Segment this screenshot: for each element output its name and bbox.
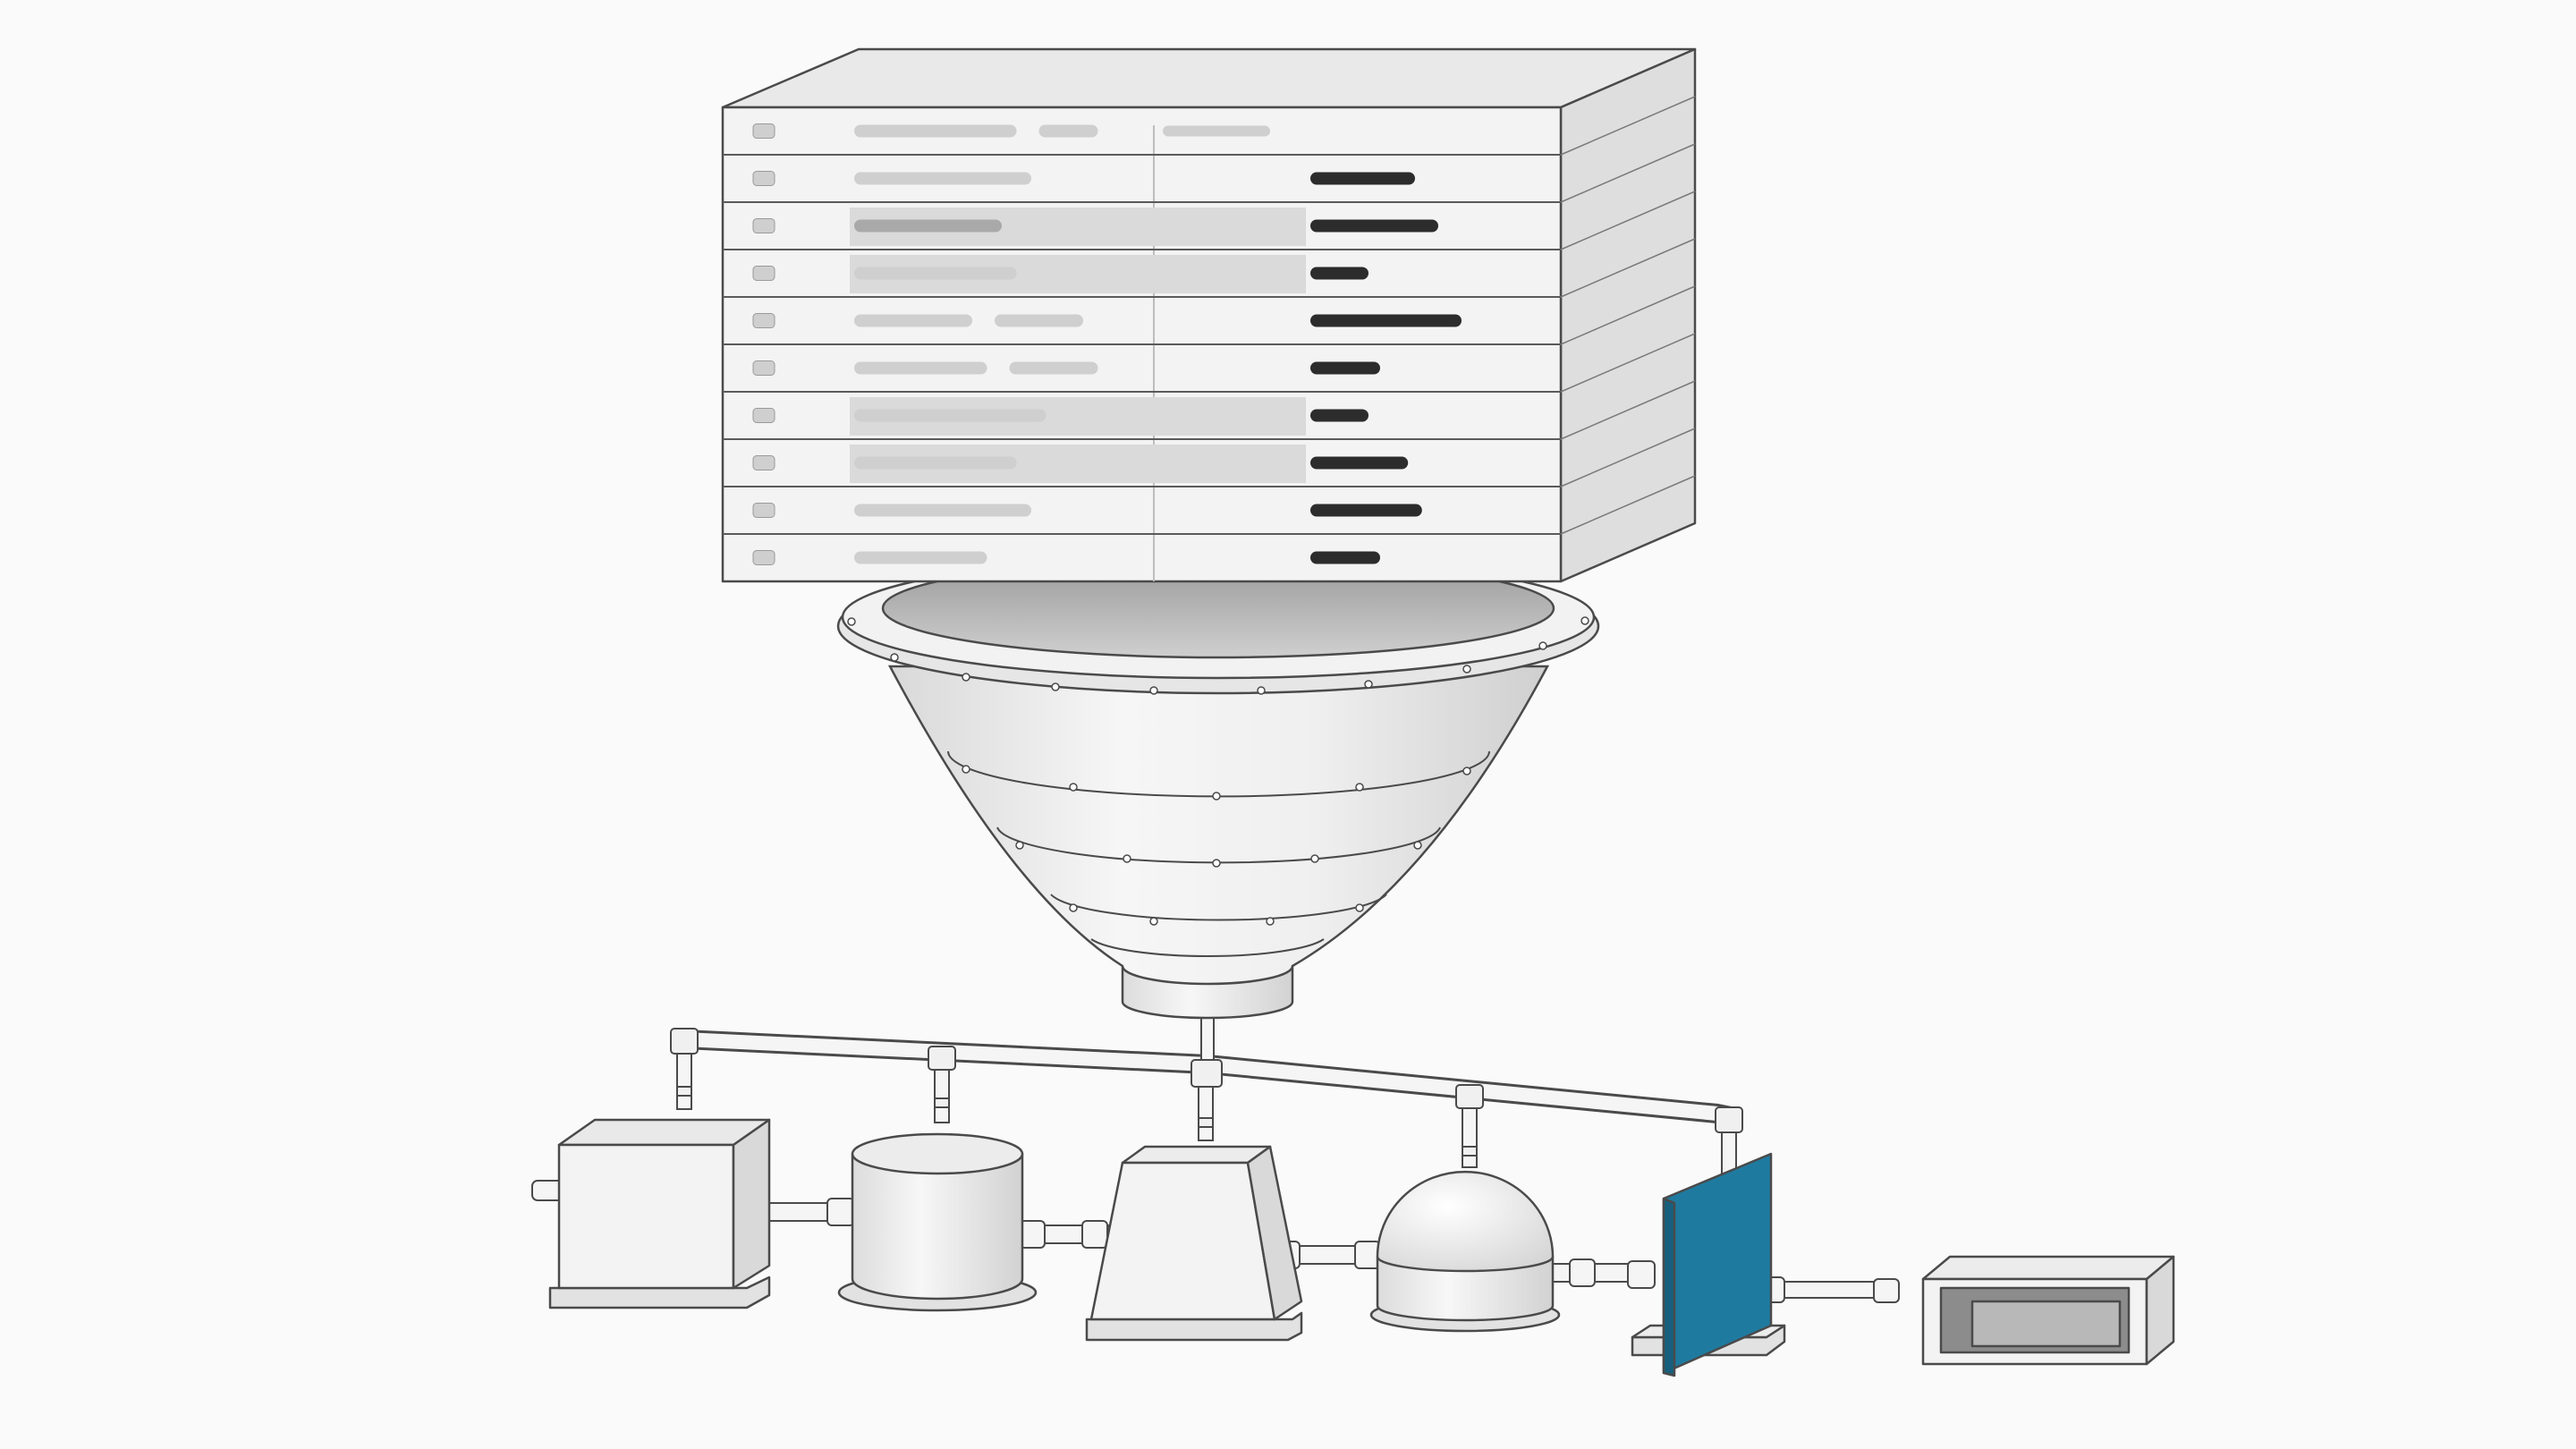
output-tray [1921, 1255, 2175, 1366]
row-checkbox [752, 503, 775, 518]
row-checkbox [752, 266, 775, 281]
row-checkbox [752, 218, 775, 233]
row-text-bar [854, 456, 1017, 470]
dome-tank [1369, 1170, 1561, 1333]
row-value-bar [1310, 504, 1422, 517]
row-value-placeholder [1163, 125, 1270, 137]
row-value-bar [1310, 172, 1415, 185]
funnel [836, 555, 1600, 1020]
row-value-bar [1310, 456, 1409, 470]
sheet-side-edge [1560, 143, 1696, 203]
row-text-bar [854, 551, 987, 564]
row-value-bar [1310, 409, 1368, 422]
row-checkbox [752, 171, 775, 186]
row-text-bar [854, 219, 1002, 233]
pipe-network [531, 1010, 1900, 1303]
row-checkbox [752, 550, 775, 565]
sheet-side-edge [1560, 475, 1696, 535]
pipe-fittings [670, 1028, 1743, 1157]
process-stations [548, 1118, 2175, 1377]
sheet-side-edge [1560, 238, 1696, 298]
data-sheet-stack [721, 47, 1697, 583]
row-text-bar [854, 172, 1031, 185]
row-value-bar [1310, 267, 1368, 280]
filter-panel [1631, 1152, 1786, 1377]
stack-rows [723, 123, 1561, 565]
trapezoid-hopper [1085, 1145, 1303, 1342]
sheet-side-edge [1560, 191, 1696, 250]
row-text-bar [854, 124, 1017, 138]
row-checkbox [752, 455, 775, 470]
row-value-bar [1310, 361, 1380, 375]
row-checkbox [752, 408, 775, 423]
stack-top-face [721, 47, 1697, 109]
sheet-side-edge [1560, 285, 1696, 345]
sheet-side-edge [1560, 428, 1696, 487]
row-text-bar [854, 314, 972, 327]
cylinder-tank [837, 1132, 1038, 1312]
row-checkbox [752, 313, 775, 328]
sheet-side-edge [1560, 380, 1696, 440]
row-text-bar [854, 504, 1031, 517]
row-value-bar [1310, 314, 1462, 327]
cube-tank [548, 1118, 771, 1309]
row-checkbox [752, 123, 775, 139]
row-text-bar-secondary [1038, 124, 1098, 138]
funnel-cone [887, 665, 1550, 986]
sheet-side-edge [1560, 333, 1696, 393]
row-text-bar [854, 409, 1046, 422]
row-text-bar-secondary [1009, 361, 1098, 375]
sheet-side-edge [1560, 96, 1696, 156]
row-value-bar [1310, 551, 1380, 564]
row-text-bar [854, 267, 1017, 280]
row-value-bar [1310, 219, 1438, 233]
rim-bolts [847, 616, 1589, 926]
row-text-bar [854, 361, 987, 375]
row-checkbox [752, 360, 775, 376]
row-text-bar-secondary [995, 314, 1083, 327]
stack-side-lines [1560, 96, 1696, 535]
